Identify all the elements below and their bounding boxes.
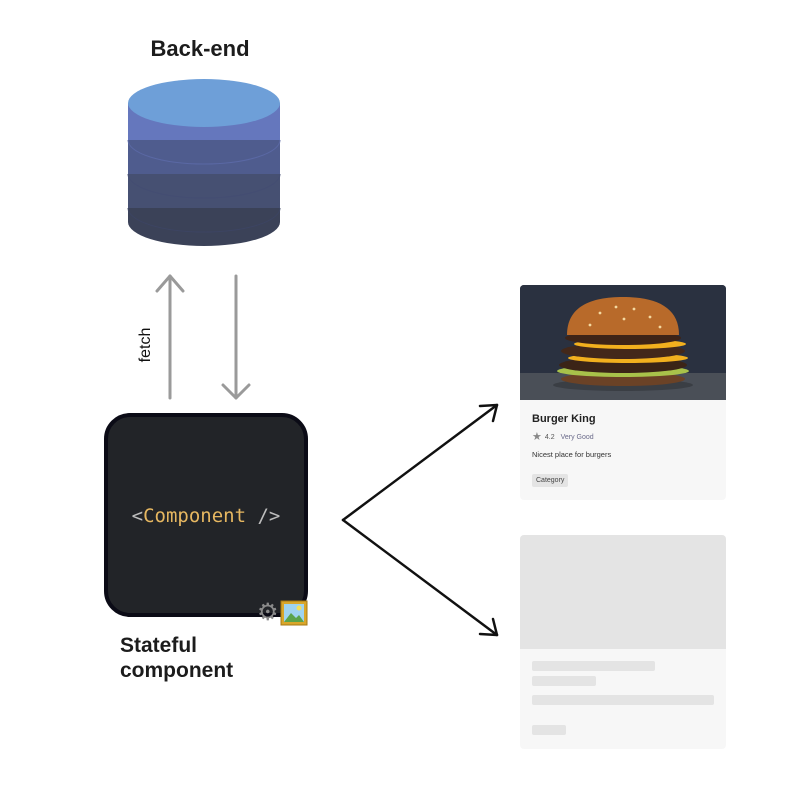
skeleton-line <box>532 695 714 705</box>
rating-text: Very Good <box>560 434 594 441</box>
skeleton-line <box>532 676 596 686</box>
status-icons: ⚙ <box>257 599 308 627</box>
caption-line-2: component <box>120 659 234 682</box>
component-code: <Component /> <box>104 505 308 527</box>
restaurant-card[interactable]: Burger King ★ 4.2 Very Good Nicest place… <box>520 285 726 500</box>
fetch-label: fetch <box>137 327 154 363</box>
gear-icon: ⚙ <box>257 599 279 626</box>
response-arrow-down <box>221 274 251 400</box>
branch-arrows <box>341 403 499 637</box>
fetch-arrow-up <box>155 274 185 400</box>
star-icon: ★ <box>532 431 542 443</box>
skeleton-line <box>532 661 655 671</box>
skeleton-image <box>520 535 726 649</box>
category-badge[interactable]: Category <box>532 474 569 487</box>
caption-line-1: Stateful <box>120 634 198 657</box>
fetch-label-wrap: fetch <box>122 322 162 372</box>
skeleton-card <box>520 535 726 749</box>
component-box <box>104 413 308 617</box>
card-title: Burger King <box>532 413 596 425</box>
backend-title: Back-end <box>150 36 250 61</box>
rating-value: 4.2 <box>544 434 555 441</box>
database-icon <box>127 79 281 246</box>
card-description: Nicest place for burgers <box>532 450 612 459</box>
burger-image <box>520 285 726 400</box>
open-bracket: < <box>131 505 144 527</box>
picture-icon <box>280 600 308 626</box>
close-bracket: /> <box>246 505 281 527</box>
stateful-component-caption: Stateful component <box>120 633 320 683</box>
skeleton-badge <box>532 725 566 735</box>
component-name: Component <box>143 505 247 527</box>
card-rating: ★ 4.2 Very Good <box>532 432 594 443</box>
